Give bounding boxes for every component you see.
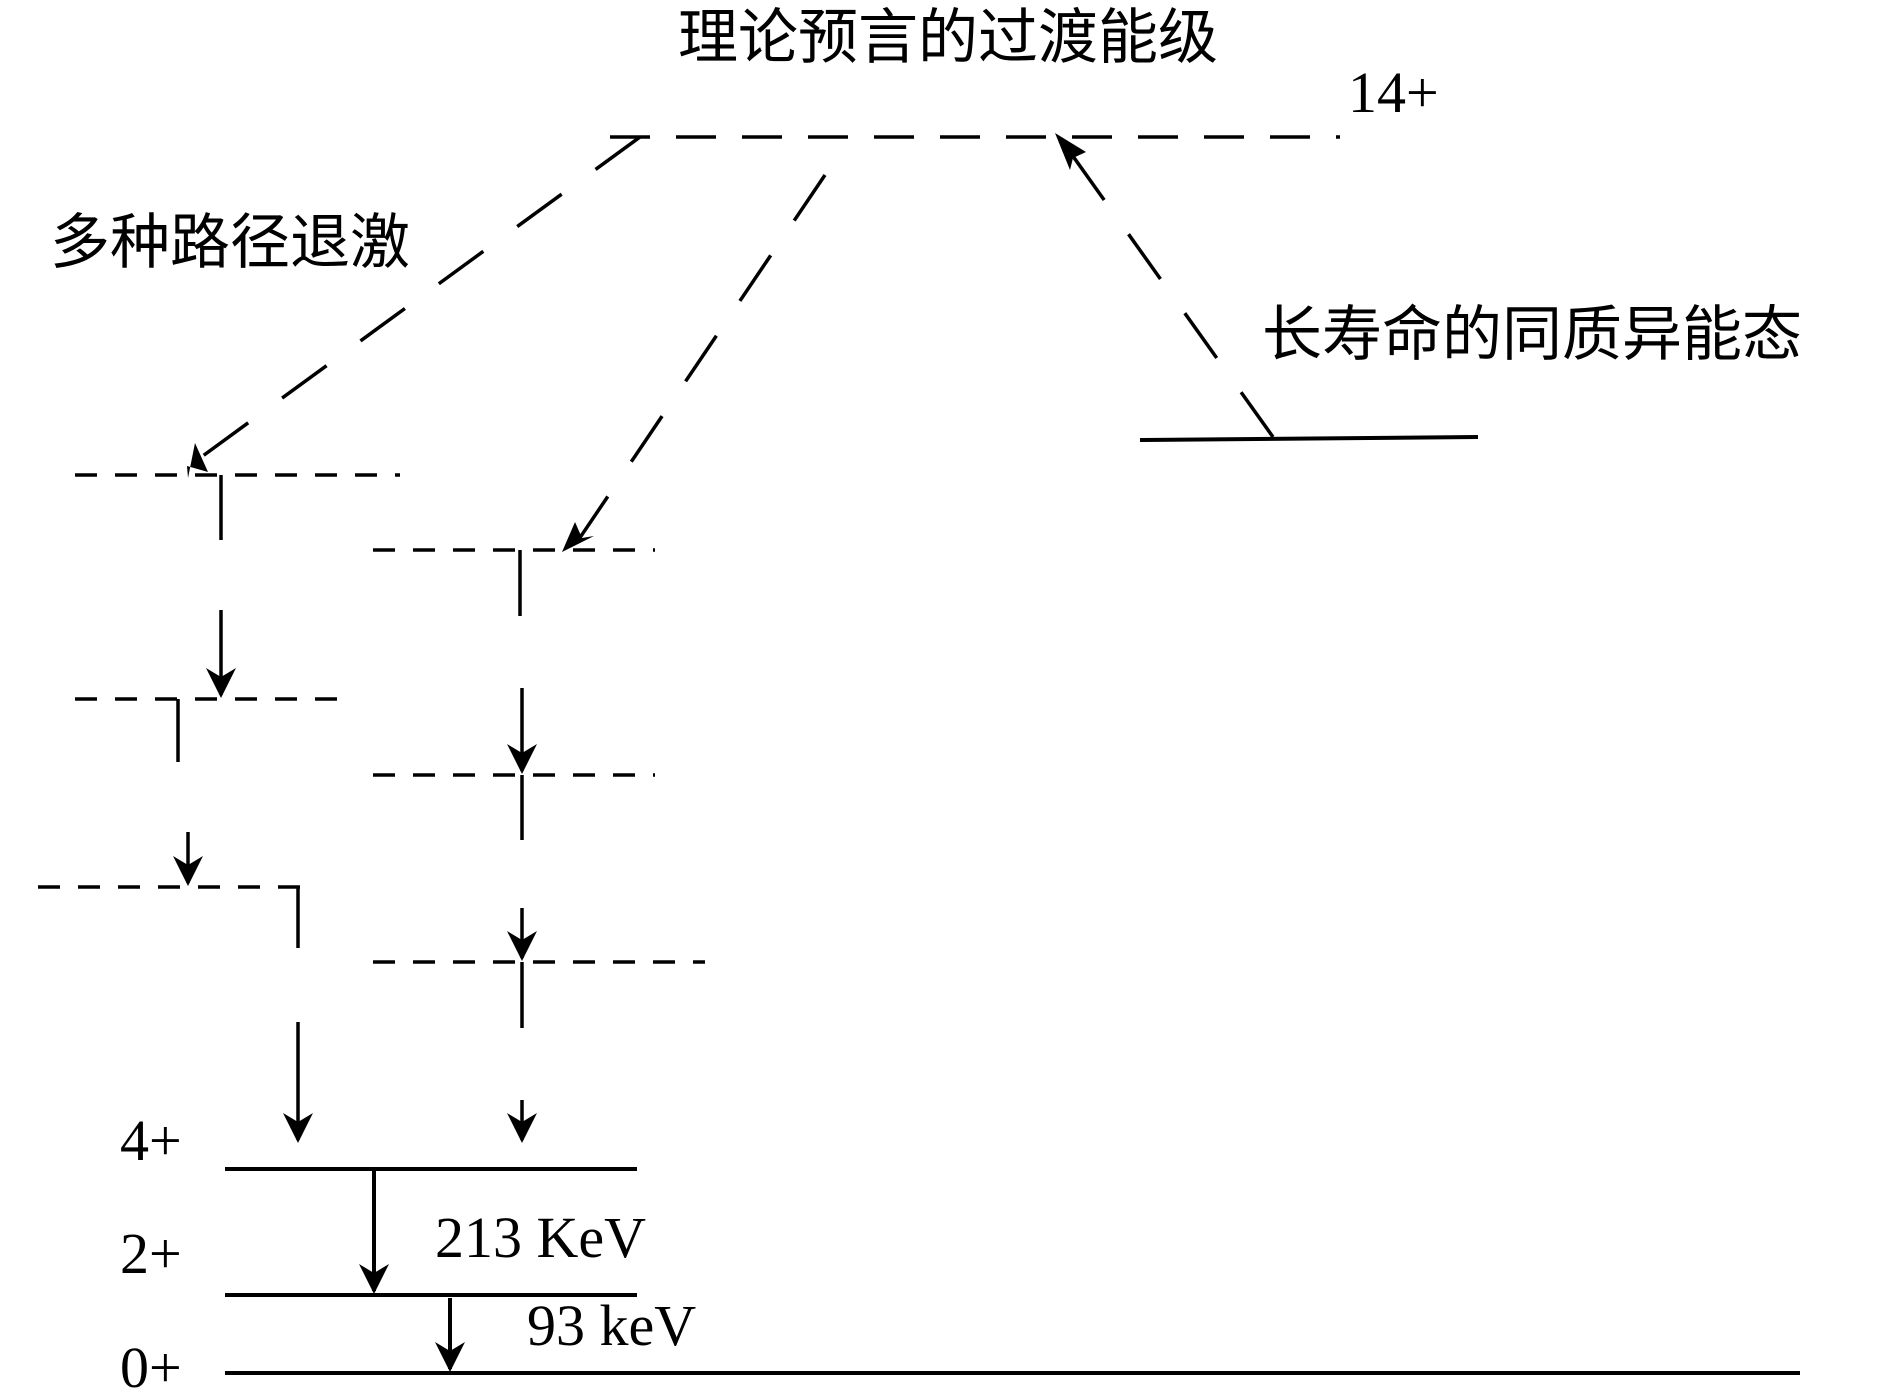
multi-path-label: 多种路径退激	[50, 208, 410, 278]
isomer-level-line	[1139, 435, 1479, 442]
spin-14-label: 14+	[1348, 60, 1439, 125]
spin-0-label: 0+	[120, 1335, 182, 1400]
transition-level-title: 理论预言的过渡能级	[678, 3, 1218, 73]
excitation-arrowhead	[1055, 133, 1086, 170]
decay-path-middle	[573, 174, 827, 546]
excitation-path	[1063, 143, 1275, 439]
spin-4-label: 4+	[120, 1108, 182, 1173]
decay-path-left	[198, 135, 642, 460]
decay-left-arrowhead	[187, 443, 208, 478]
energy-93-label: 93 keV	[527, 1293, 696, 1358]
isomer-label: 长寿命的同质异能态	[1262, 300, 1802, 370]
decay-middle-arrowhead	[562, 522, 594, 552]
energy-213-label: 213 KeV	[435, 1205, 646, 1270]
spin-2-label: 2+	[120, 1221, 182, 1286]
